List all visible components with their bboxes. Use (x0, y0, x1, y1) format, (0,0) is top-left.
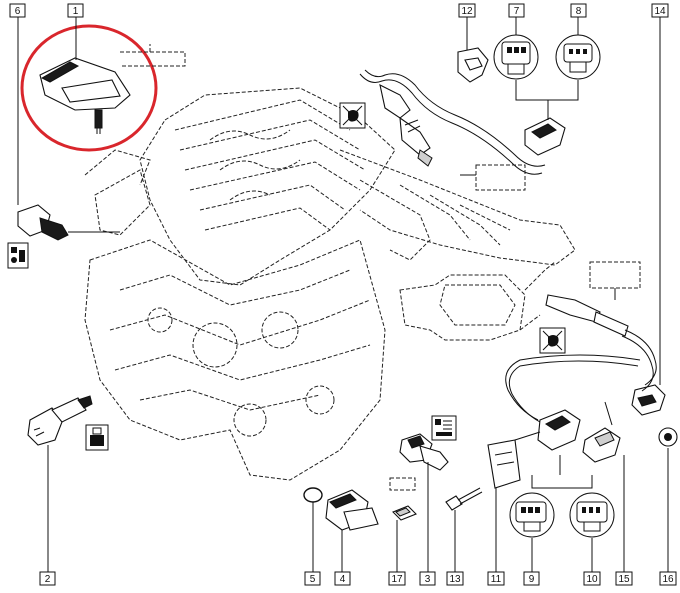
bolt-part-13 (445, 487, 483, 511)
svg-text:11: 11 (491, 574, 502, 585)
svg-text:1: 1 (73, 6, 79, 17)
callout-12: 12 (458, 3, 476, 18)
svg-text:15: 15 (618, 574, 630, 585)
callout-11: 11 (487, 571, 505, 586)
callout-8: 8 (570, 3, 587, 18)
oxygen-sensor-upstream (359, 69, 546, 175)
connector-view-part-10 (569, 492, 615, 538)
svg-text:7: 7 (514, 6, 520, 17)
callout-15: 15 (615, 571, 633, 586)
sensor-part-4 (325, 489, 379, 531)
callout-2: 2 (39, 571, 56, 586)
bracket-part-11 (487, 439, 521, 489)
svg-text:17: 17 (391, 574, 403, 585)
svg-text:3: 3 (425, 574, 431, 585)
callout-14: 14 (651, 3, 669, 18)
callout-7: 7 (508, 3, 525, 18)
callout-5: 5 (304, 571, 321, 586)
wrench-tool-icon (7, 242, 29, 269)
seal-part-17 (392, 505, 417, 521)
engine-block (84, 87, 576, 481)
callout-1: 1 (67, 3, 84, 18)
callout-9: 9 (523, 571, 540, 586)
svg-text:12: 12 (461, 6, 473, 17)
callout-16: 16 (659, 571, 677, 586)
highlight-circle (20, 24, 158, 152)
temperature-sensor-part-2 (27, 395, 93, 446)
connector-view-part-7 (493, 34, 539, 80)
no-entry-tool-icon-lower (539, 327, 566, 354)
connector-part-6 (17, 204, 120, 241)
callout-3: 3 (419, 571, 436, 586)
no-entry-tool-icon-upper (339, 102, 366, 129)
oxygen-sensor-connector-downstream (537, 409, 581, 451)
callout-4: 4 (334, 571, 351, 586)
callout-13: 13 (446, 571, 464, 586)
map-sensor-part (39, 44, 186, 134)
clip-part-14 (631, 384, 666, 416)
oxygen-sensor-connector-upstream (524, 117, 566, 156)
nut-part-16 (658, 427, 678, 447)
callout-17: 17 (388, 571, 406, 586)
thermometer-icon (431, 415, 457, 441)
svg-text:14: 14 (654, 6, 666, 17)
callout-10: 10 (583, 571, 601, 586)
oxygen-sensor-downstream (505, 294, 657, 423)
svg-text:9: 9 (529, 574, 535, 585)
svg-text:4: 4 (340, 574, 346, 585)
svg-text:16: 16 (662, 574, 674, 585)
svg-text:2: 2 (45, 574, 51, 585)
gauge-icon (85, 424, 109, 451)
bracket-part-12 (457, 47, 489, 83)
svg-text:8: 8 (576, 6, 582, 17)
svg-text:10: 10 (586, 574, 598, 585)
svg-text:5: 5 (310, 574, 316, 585)
connector-view-part-8 (555, 34, 601, 80)
coolant-sensor-part-3 (399, 433, 449, 471)
clip-part-15 (582, 427, 621, 463)
svg-text:6: 6 (15, 6, 21, 17)
connector-view-part-9 (509, 492, 555, 538)
svg-text:13: 13 (449, 574, 461, 585)
callout-6: 6 (9, 3, 26, 18)
oring-part-5 (303, 487, 323, 503)
